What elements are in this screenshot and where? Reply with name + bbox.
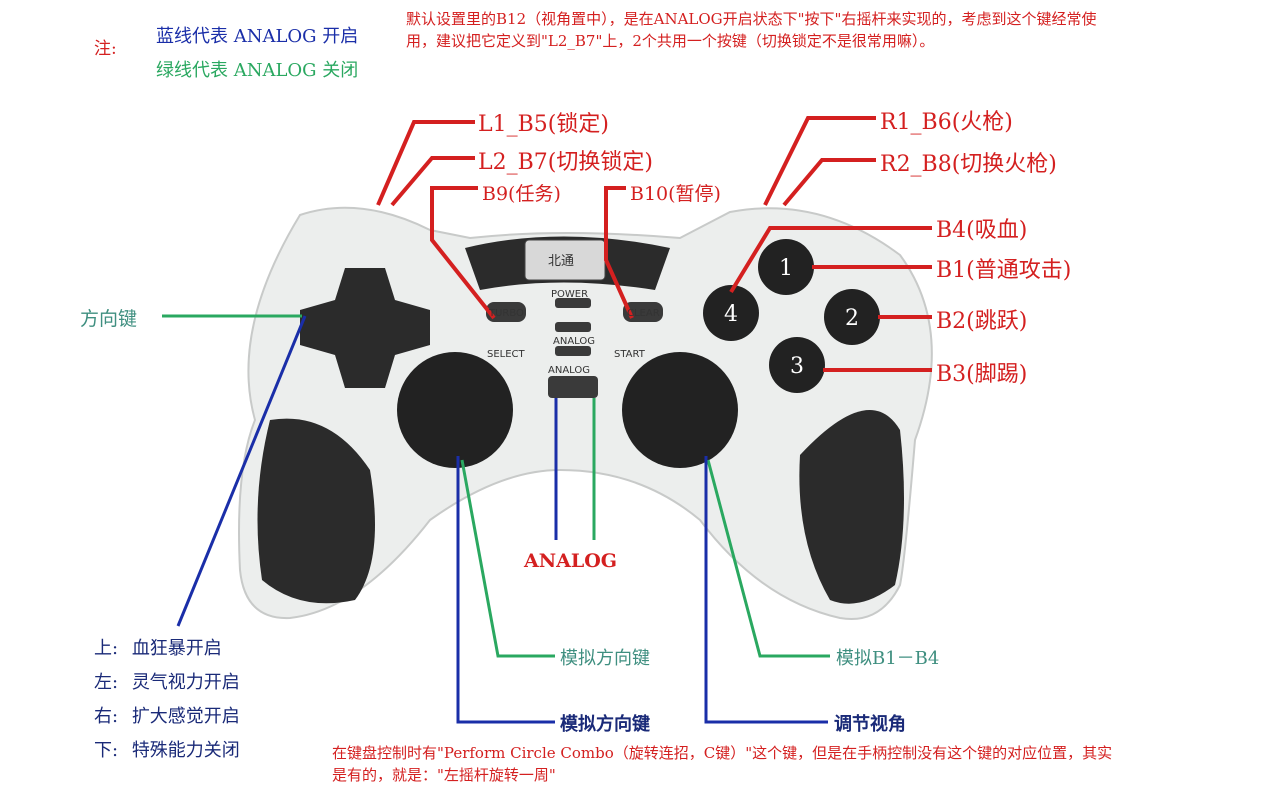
analog-led-text: ANALOG bbox=[553, 336, 595, 347]
b1-label: 1 bbox=[779, 256, 793, 281]
dpad-shape bbox=[300, 268, 430, 388]
start-text: START bbox=[614, 349, 646, 360]
dpad-mode-text: 血狂暴开启 bbox=[131, 638, 222, 659]
dpad-mode-right: 右: 扩大感觉开启 bbox=[94, 700, 240, 734]
label-l2: L2_B7(切换锁定) bbox=[478, 150, 653, 175]
dpad-mode-text: 扩大感觉开启 bbox=[131, 706, 240, 727]
label-right-stick-blue: 调节视角 bbox=[834, 714, 906, 735]
note-green-line: 绿线代表 ANALOG 关闭 bbox=[156, 60, 359, 81]
b4-label: 4 bbox=[724, 302, 738, 327]
note-prefix: 注: bbox=[94, 39, 117, 59]
bottom-remark: 在键盘控制时有"Perform Circle Combo（旋转连招，C键）"这个… bbox=[332, 744, 1113, 784]
label-left-stick-green: 模拟方向键 bbox=[560, 648, 650, 669]
label-l1: L1_B5(锁定) bbox=[478, 112, 609, 137]
label-b2: B2(跳跃) bbox=[936, 309, 1028, 334]
b3-label: 3 bbox=[790, 354, 804, 379]
green-leaders bbox=[162, 314, 830, 658]
label-dpad: 方向键 bbox=[80, 308, 138, 330]
dpad-modes: 上: 血狂暴开启 左: 灵气视力开启 右: 扩大感觉开启 下: 特殊能力关闭 bbox=[94, 632, 240, 768]
right-stick bbox=[622, 352, 738, 468]
controller-body bbox=[238, 206, 933, 620]
dpad-mode-down: 下: 特殊能力关闭 bbox=[94, 734, 240, 768]
label-b3: B3(脚踢) bbox=[936, 362, 1028, 387]
brand-text: 北通 bbox=[548, 254, 574, 269]
label-r2: R2_B8(切换火枪) bbox=[880, 152, 1057, 177]
dpad-mode-text: 特殊能力关闭 bbox=[131, 740, 240, 761]
blue-leaders bbox=[176, 315, 828, 724]
dpad-mode-dir: 左: bbox=[94, 672, 119, 693]
turbo-text: TURBO bbox=[488, 308, 524, 319]
note-blue-line: 蓝线代表 ANALOG 开启 bbox=[156, 26, 359, 47]
label-b1: B1(普通攻击) bbox=[936, 258, 1072, 283]
red-leaders bbox=[376, 116, 932, 372]
label-b10: B10(暂停) bbox=[630, 183, 721, 205]
label-b4: B4(吸血) bbox=[936, 218, 1028, 243]
label-left-stick-blue: 模拟方向键 bbox=[560, 714, 650, 735]
panel-printing: POWER TURBO CLEAR ANALOG SELECT START AN… bbox=[487, 254, 660, 376]
clear-text: CLEAR bbox=[627, 308, 660, 319]
face-buttons: 1 4 2 3 bbox=[724, 256, 859, 379]
dpad-mode-dir: 上: bbox=[94, 638, 119, 659]
left-stick bbox=[397, 352, 513, 468]
label-analog: ANALOG bbox=[524, 550, 617, 572]
dpad-mode-text: 灵气视力开启 bbox=[131, 672, 240, 693]
label-right-stick-green: 模拟B1－B4 bbox=[836, 648, 940, 669]
analog-btn-text: ANALOG bbox=[548, 365, 590, 376]
power-text: POWER bbox=[551, 289, 588, 300]
select-text: SELECT bbox=[487, 349, 526, 360]
dpad-mode-up: 上: 血狂暴开启 bbox=[94, 632, 240, 666]
dpad-mode-dir: 下: bbox=[94, 740, 119, 761]
dpad-mode-left: 左: 灵气视力开启 bbox=[94, 666, 240, 700]
label-b9: B9(任务) bbox=[482, 183, 561, 205]
dpad-mode-dir: 右: bbox=[94, 706, 119, 727]
label-r1: R1_B6(火枪) bbox=[880, 110, 1013, 135]
top-remark: 默认设置里的B12（视角置中），是在ANALOG开启状态下"按下"右摇杆来实现的… bbox=[406, 10, 1097, 50]
b2-label: 2 bbox=[845, 306, 859, 331]
